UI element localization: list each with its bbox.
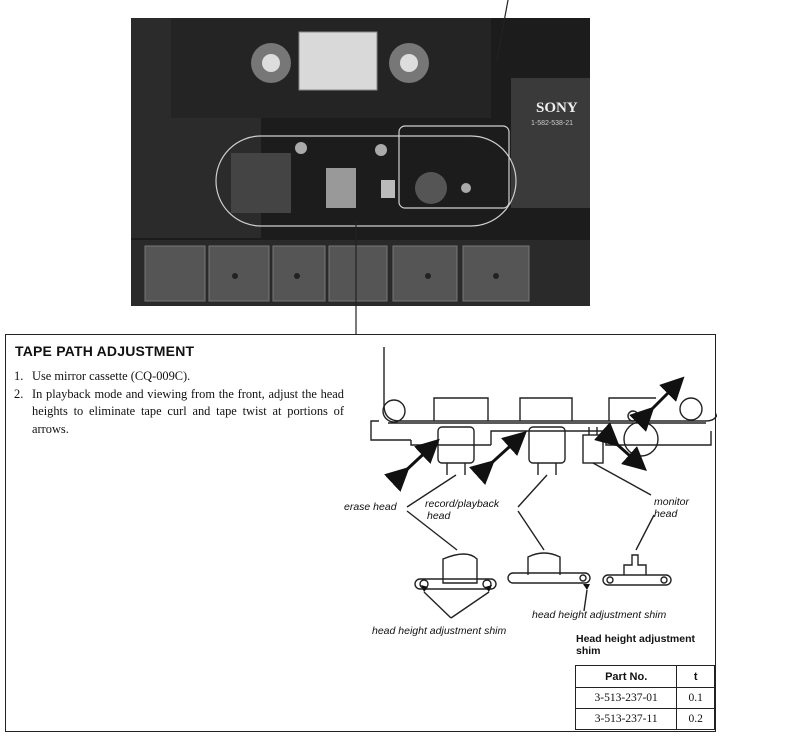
arrow-icon <box>629 376 685 432</box>
middle-shim-base <box>507 572 591 584</box>
column-header-part-no: Part No. <box>574 665 678 688</box>
left-shim-head-cap <box>442 553 478 584</box>
table-header-row: Part No. t <box>574 665 715 688</box>
photo-brand-text: SONY <box>536 100 578 116</box>
table-row: 3-513-237-01 0.1 <box>574 687 715 709</box>
left-guide-roller <box>382 399 406 423</box>
mechanism-photo: SONY 1-582-538-21 <box>131 18 590 306</box>
arrow-icon <box>469 430 527 485</box>
pinch-roller <box>623 421 659 457</box>
record-playback-head-label-line2: head <box>427 510 451 522</box>
step-number: 1. <box>14 369 24 383</box>
step-text: Use mirror cassette (CQ-009C). <box>32 369 191 383</box>
step-item: 2. In playback mode and viewing from the… <box>14 386 344 439</box>
column-header-thickness: t <box>676 665 715 688</box>
monitor-head-label-line1: monitor <box>654 496 690 508</box>
part-number-cell: 3-513-237-01 <box>574 687 678 709</box>
capstan <box>627 410 639 422</box>
panel-title: TAPE PATH ADJUSTMENT <box>15 343 195 359</box>
shim-part-table: Part No. t 3-513-237-01 0.1 3-513-237-11… <box>574 665 715 730</box>
arrow-icon <box>594 422 647 471</box>
shim-table-title: Head height adjustment shim <box>576 633 695 657</box>
tape-path-diagram <box>370 347 717 619</box>
mechanism-photo-drawing: SONY 1-582-538-21 <box>131 18 590 306</box>
record-playback-head-label-line1: record/playback <box>425 498 500 510</box>
shim-table-title-line1: Head height adjustment <box>576 633 696 645</box>
thickness-cell: 0.2 <box>676 708 715 730</box>
part-number-cell: 3-513-237-11 <box>574 708 678 730</box>
photo-board-code: 1-582-538-21 <box>531 120 573 127</box>
monitor-head-label-line2: head <box>654 508 678 520</box>
shim-table-title-line2: shim <box>576 645 601 657</box>
shim-label-right: head height adjustment shim <box>532 609 667 621</box>
left-shim-base <box>414 578 497 590</box>
thickness-cell: 0.1 <box>676 687 715 709</box>
right-guide-roller <box>679 397 703 421</box>
cassette-shell <box>383 347 717 422</box>
step-text: In playback mode and viewing from the fr… <box>32 386 344 436</box>
cassette-tape <box>370 420 411 441</box>
shim-label-left: head height adjustment shim <box>372 625 507 637</box>
erase-head-label: erase head <box>344 501 397 513</box>
tape-path-adjustment-panel: TAPE PATH ADJUSTMENT 1. Use mirror casse… <box>5 334 717 732</box>
step-number: 2. <box>14 386 24 401</box>
procedure-steps: 1. Use mirror cassette (CQ-009C). 2. In … <box>14 368 344 438</box>
table-row: 3-513-237-11 0.2 <box>574 708 715 730</box>
step-item: 1. Use mirror cassette (CQ-009C). <box>14 368 344 386</box>
arrow-icon <box>384 438 440 492</box>
monitor-head <box>582 434 604 464</box>
record-playback-head <box>528 426 566 464</box>
right-shim-base <box>602 574 672 586</box>
